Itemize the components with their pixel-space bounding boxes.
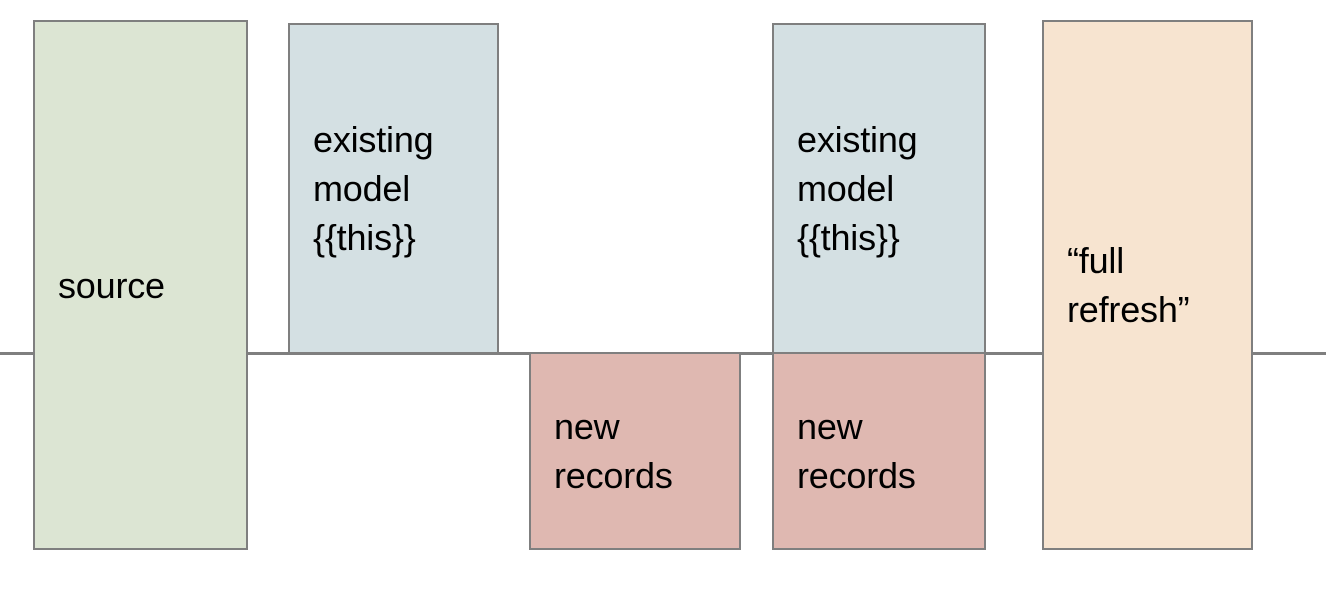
block-full-refresh[interactable]: “full refresh” [1042,20,1253,550]
block-new-records-2[interactable]: new records [772,352,986,550]
block-new-records-2-label: new records [797,406,916,496]
block-existing-model-2[interactable]: existing model {{this}} [772,23,986,354]
block-new-records-1[interactable]: new records [529,352,741,550]
block-existing-model-2-label: existing model {{this}} [797,119,918,258]
block-new-records-1-label: new records [554,406,673,496]
block-source-label: source [58,264,165,306]
block-existing-model-1-label: existing model {{this}} [313,119,434,258]
block-source[interactable]: source [33,20,248,550]
block-existing-model-1[interactable]: existing model {{this}} [288,23,499,354]
block-full-refresh-label: “full refresh” [1067,240,1190,330]
